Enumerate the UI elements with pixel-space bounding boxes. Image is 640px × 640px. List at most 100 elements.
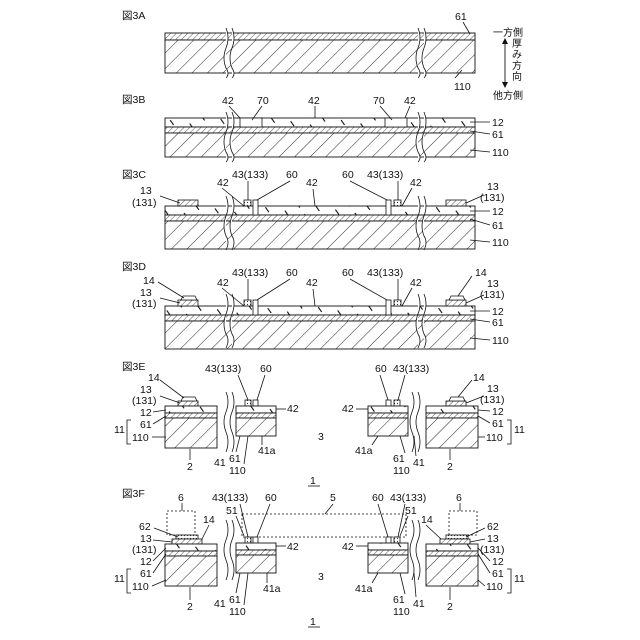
panel-3c: 図3C 13 (131) 42 43(133) 60 42 60 43(133)… [122, 169, 509, 250]
label-14-right: 14 [421, 514, 433, 526]
label-61b-right: 61 [393, 594, 405, 606]
film-70-left [240, 118, 262, 127]
pad-13-left [178, 200, 198, 206]
bump-43-right [394, 300, 401, 306]
label-5: 5 [330, 492, 336, 504]
label-41a-right: 41a [355, 445, 373, 457]
base-110 [165, 221, 475, 249]
layer-12-left [165, 406, 217, 413]
layer-12-inner-right [368, 406, 408, 413]
pad-13-left [172, 539, 202, 544]
base-110-right [426, 556, 478, 586]
label-60-left: 60 [286, 267, 298, 279]
panel-3e: 図3E 14 13 (131) 12 61 [114, 361, 525, 487]
pad-13-right [446, 401, 466, 406]
label-bump-left: 43(133) [205, 363, 241, 375]
panel-title: 図3A [122, 10, 145, 22]
label-51-right: 51 [405, 505, 417, 517]
label-14-right: 14 [473, 372, 485, 384]
layer-61 [165, 215, 475, 221]
label-bump-right: 43(133) [390, 492, 426, 504]
label-61: 61 [492, 317, 504, 329]
layer-12 [165, 206, 475, 215]
label-60-right: 60 [342, 169, 354, 181]
chip-5 [242, 514, 406, 537]
label-3: 3 [318, 571, 324, 583]
label-70-right: 70 [373, 95, 385, 107]
label-bump-right: 43(133) [367, 267, 403, 279]
layer-61-right [426, 551, 478, 556]
break-mark [410, 520, 420, 580]
label-61-right: 61 [492, 418, 504, 430]
label-11-right: 11 [514, 424, 525, 436]
label-61b-right: 61 [393, 453, 405, 465]
film-70-right [385, 118, 407, 127]
base-110-left [165, 418, 217, 448]
label-2-left: 2 [187, 601, 193, 613]
break-mark [224, 520, 234, 580]
layer-61-inner-left [236, 413, 276, 418]
label-42-top-right: 42 [410, 277, 422, 289]
label-bump-left: 43(133) [212, 492, 248, 504]
label-41a-right: 41a [355, 583, 373, 595]
layer-12-right [426, 544, 478, 551]
label-110: 110 [454, 81, 471, 93]
wire-60-right [386, 200, 391, 215]
layer-61 [165, 315, 475, 321]
label-3: 3 [318, 431, 324, 443]
base-110-right [426, 418, 478, 448]
solder-14-right [449, 296, 465, 300]
panel-title: 図3D [122, 261, 146, 273]
label-42-left: 42 [222, 95, 234, 107]
pad-13-right [446, 200, 466, 206]
layer-61-inner-right [368, 550, 408, 555]
bump-43-left [245, 537, 251, 543]
panel-3a: 図3A 61 110 一方側 厚 み 方 向 他方側 [122, 10, 523, 102]
bump-43-left [244, 200, 251, 206]
layer-61-inner-right [368, 413, 408, 418]
label-2-right: 2 [447, 601, 453, 613]
label-41a-left: 41a [263, 583, 281, 595]
label-51-left: 51 [226, 505, 238, 517]
panel-3b: 図3B 42 70 42 70 42 12 61 110 [122, 94, 509, 162]
bump-43-left [244, 300, 251, 306]
label-bump-right: 43(133) [393, 363, 429, 375]
thickness-direction-char-2: み [512, 50, 522, 61]
base-110-inner-left [236, 555, 276, 573]
label-14-left: 14 [148, 372, 160, 384]
label-42-right: 42 [342, 403, 354, 415]
panel-3f: 図3F 6 62 13 (131) [114, 488, 525, 628]
base-110-inner-right [368, 555, 408, 573]
label-60-right: 60 [372, 492, 384, 504]
label-131-left: (131) [132, 544, 157, 556]
panel-title: 図3F [122, 488, 145, 500]
label-41-right: 41 [413, 598, 425, 610]
wire-60-right [386, 300, 391, 315]
label-42-top-left: 42 [217, 177, 229, 189]
label-61: 61 [492, 129, 504, 141]
label-61-right: 61 [492, 568, 504, 580]
label-110b-right: 110 [393, 465, 410, 477]
layer-12-right [426, 406, 478, 413]
layer-61-inner-left [236, 550, 276, 555]
thickness-direction-char-3: 方 [512, 59, 522, 72]
base-110-left [165, 556, 217, 586]
label-14-left: 14 [143, 275, 155, 287]
label-61: 61 [492, 220, 504, 232]
label-12: 12 [492, 117, 504, 129]
label-131-left: (131) [132, 197, 157, 209]
label-110-right: 110 [486, 432, 503, 444]
layer-12-inner-left [236, 406, 276, 413]
label-42-left: 42 [287, 541, 299, 553]
label-110: 110 [492, 147, 509, 159]
bump-43-right [394, 200, 401, 206]
label-42-right: 42 [404, 95, 416, 107]
joint-62-left [176, 535, 198, 539]
label-12-left: 12 [140, 407, 152, 419]
base-110-inner-right [368, 418, 408, 436]
layer-12 [165, 306, 475, 315]
base-110 [165, 321, 475, 349]
label-11-left: 11 [114, 424, 125, 436]
label-62-right: 62 [487, 521, 499, 533]
device-6-left [167, 511, 195, 535]
